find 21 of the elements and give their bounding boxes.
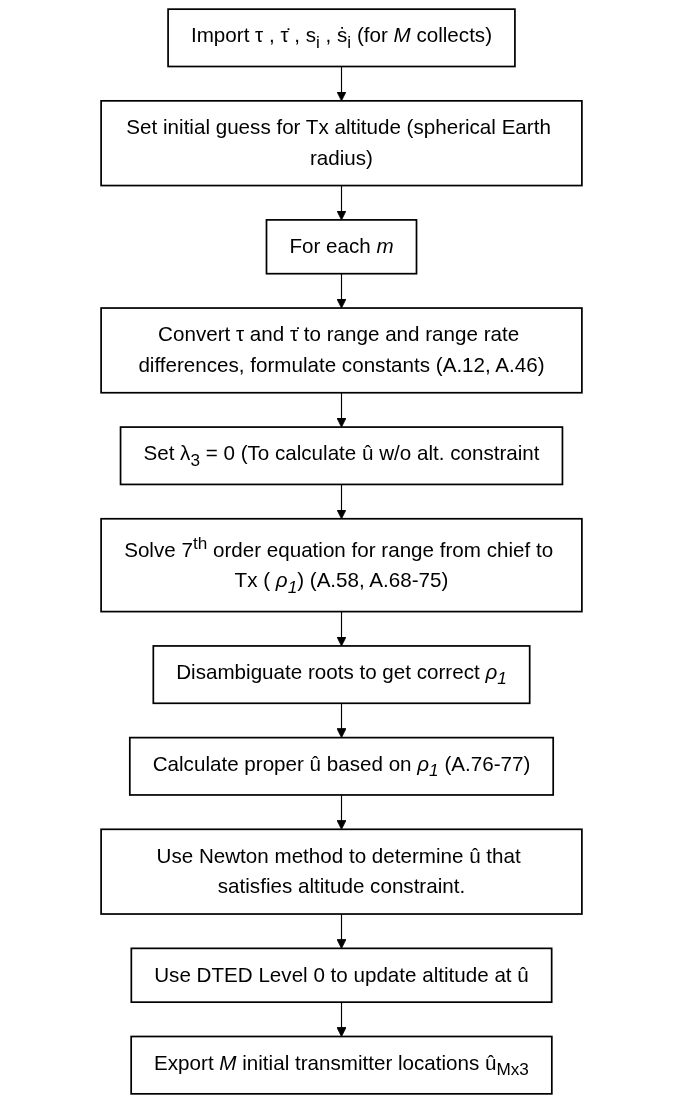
- arrow: [336, 273, 347, 309]
- arrow: [336, 1001, 347, 1037]
- node-box: Set λ$_{3}$ = 0 (To calculate û w/o alt. constraint: [119, 426, 564, 486]
- arrow: [336, 611, 347, 647]
- node-box: Use Newton method to determine û that satisfies altitude constraint.: [100, 828, 583, 915]
- arrow: [336, 702, 347, 739]
- node-box: Set initial guess for Tx altitude (spherical Earth radius): [100, 100, 583, 187]
- arrow: [336, 794, 347, 830]
- arrow: [336, 65, 347, 102]
- node-box: Disambiguate roots to get correct ρ$_{1}$: [152, 645, 531, 705]
- node-box: Calculate proper û based on ρ$_{1}$ (A.76-77): [128, 736, 555, 796]
- node-box: For each m: [265, 219, 418, 275]
- node-box: Use DTED Level 0 to update altitude at û: [130, 947, 553, 1003]
- arrow: [336, 913, 347, 949]
- node-box: Convert τ and τ̇ to range and range rate differences, formulate constants (A.12, A.46): [100, 307, 583, 394]
- arrow: [336, 185, 347, 221]
- node-box: Import τ , τ̇ , s$_{i}$ , ṡ$_{i}$ (for M collects): [167, 8, 516, 68]
- arrow: [336, 392, 347, 428]
- node-box: Solve 7$^{th}$ order equation for range from chief to Tx ( ρ$_{1}$) (A.58, A.68-75): [100, 517, 583, 613]
- node-box: Export M initial transmitter locations û$_{Mx3}$: [130, 1035, 553, 1095]
- arrow: [336, 483, 347, 520]
